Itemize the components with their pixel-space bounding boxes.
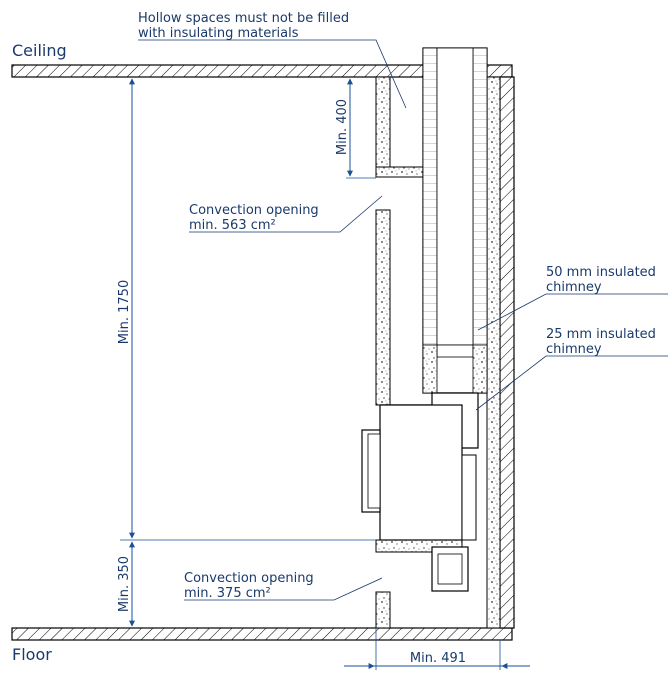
fireplace-body [379, 404, 463, 541]
convection-bottom-leader [184, 577, 383, 601]
ceiling-slab [11, 64, 513, 78]
dim-491-label: Min. 491 [410, 651, 466, 666]
convection-top-leader [189, 195, 383, 233]
chimney-base-right [472, 344, 488, 394]
insulated-25-leader [475, 355, 668, 411]
convection-top-label-1: Convection opening [189, 203, 319, 218]
left-insulation-middle [375, 209, 391, 406]
dim-400-label: Min. 400 [335, 99, 350, 155]
convection-bottom-label-1: Convection opening [184, 571, 314, 586]
floor-slab [11, 627, 513, 641]
left-insulation-upper [375, 76, 391, 168]
fireplace-side-panel [461, 454, 477, 541]
chimney-base-band [436, 344, 474, 358]
hollow-spaces-label-1: Hollow spaces must not be filled [138, 11, 349, 26]
hollow-spaces-label-2: with insulating materials [138, 26, 299, 41]
dim-350-label: Min. 350 [117, 556, 132, 612]
right-wall [499, 76, 515, 629]
dim-1750-label: Min. 1750 [117, 280, 132, 344]
ceiling-label: Ceiling [12, 41, 67, 60]
insulated-25-label-1: 25 mm insulated [546, 327, 656, 342]
chimney-flue [436, 47, 474, 346]
hollow-spaces-leader [138, 39, 407, 109]
insulated-50-label-2: chimney [546, 280, 602, 295]
floor-label: Floor [12, 645, 52, 664]
insulated-50-leader [477, 293, 668, 331]
insulated-25-label-2: chimney [546, 342, 602, 357]
left-insulation-lower [375, 591, 391, 629]
fireplace-door-glass [367, 433, 381, 509]
convection-top-label-2: min. 563 cm² [189, 218, 276, 233]
insulated-50-label-1: 50 mm insulated [546, 265, 656, 280]
upper-cross-band [375, 166, 427, 178]
right-insulation [486, 76, 501, 629]
chimney-right-brick [472, 47, 488, 346]
chimney-left-brick [422, 47, 438, 346]
fan-unit-inner [437, 553, 463, 585]
chimney-base-left [422, 344, 438, 394]
convection-bottom-label-2: min. 375 cm² [184, 586, 271, 601]
